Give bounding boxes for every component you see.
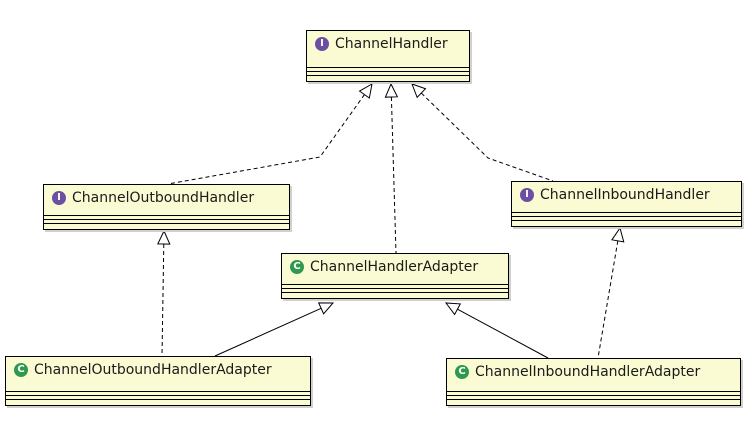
- channel-inbound-handler-box[interactable]: I ChannelInboundHandler: [511, 181, 742, 227]
- box-title-row: C ChannelHandlerAdapter: [282, 254, 508, 280]
- realization-line: [161, 243, 165, 357]
- box-name: ChannelHandler: [335, 36, 448, 52]
- box-name: ChannelOutboundHandler: [72, 190, 255, 206]
- interface-icon: I: [315, 37, 329, 51]
- realization-line: [167, 94, 365, 185]
- hollow-arrowhead: [611, 226, 625, 243]
- class-icon: C: [455, 365, 469, 379]
- interface-icon: I: [52, 191, 66, 205]
- hollow-arrowhead: [444, 302, 462, 316]
- box-title-row: C ChannelInboundHandlerAdapter: [447, 359, 740, 385]
- box-name: ChannelOutboundHandlerAdapter: [34, 362, 272, 378]
- channel-inbound-handler-adapter-box[interactable]: C ChannelInboundHandlerAdapter: [446, 358, 741, 406]
- hollow-arrowhead: [157, 229, 171, 245]
- hollow-arrowhead: [411, 83, 427, 99]
- generalization-line: [457, 308, 549, 359]
- hollow-arrowhead: [317, 302, 335, 315]
- realization-line: [597, 240, 619, 359]
- box-name: ChannelInboundHandler: [540, 187, 710, 203]
- channel-handler-box[interactable]: I ChannelHandler: [306, 30, 470, 82]
- channel-outbound-handler-adapter-box[interactable]: C ChannelOutboundHandlerAdapter: [5, 356, 311, 406]
- class-icon: C: [14, 363, 28, 377]
- class-icon: C: [290, 260, 304, 274]
- generalization-line: [214, 307, 322, 357]
- box-name: ChannelInboundHandlerAdapter: [475, 364, 701, 380]
- box-title-row: C ChannelOutboundHandlerAdapter: [6, 357, 310, 383]
- box-title-row: I ChannelInboundHandler: [512, 182, 741, 208]
- box-name: ChannelHandlerAdapter: [310, 259, 479, 275]
- box-title-row: I ChannelOutboundHandler: [44, 185, 289, 211]
- realization-line: [420, 92, 554, 182]
- channel-outbound-handler-box[interactable]: I ChannelOutboundHandler: [43, 184, 290, 230]
- relationship-lines: [157, 82, 625, 359]
- hollow-arrowhead: [384, 82, 399, 98]
- realization-line: [390, 96, 397, 254]
- channel-handler-adapter-box[interactable]: C ChannelHandlerAdapter: [281, 253, 509, 299]
- box-title-row: I ChannelHandler: [307, 31, 469, 57]
- hollow-arrowhead: [358, 83, 373, 99]
- interface-icon: I: [520, 188, 534, 202]
